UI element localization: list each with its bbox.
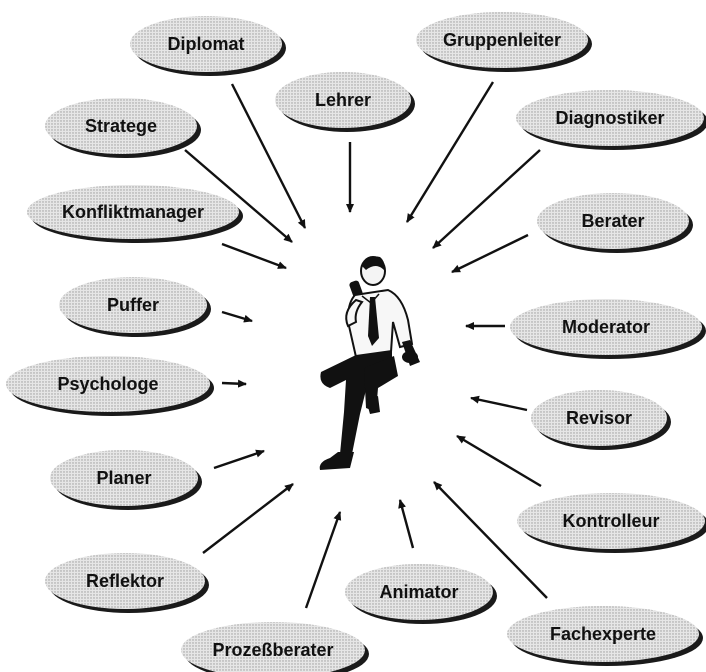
role-label-lehrer: Lehrer [315,90,371,110]
arrow-prozessberater [306,512,340,608]
arrow-reflektor [203,484,293,553]
role-bubble-psychologe: Psychologe [6,356,214,416]
role-label-revisor: Revisor [566,408,632,428]
role-label-fachexperte: Fachexperte [550,624,656,644]
role-label-gruppenleiter: Gruppenleiter [443,30,561,50]
role-label-animator: Animator [379,582,458,602]
arrow-revisor [471,398,527,410]
arrow-konfliktmanager [222,244,286,268]
arrow-psychologe [222,383,246,384]
role-bubble-animator: Animator [345,564,497,624]
role-label-planer: Planer [96,468,151,488]
role-label-psychologe: Psychologe [57,374,158,394]
role-bubble-kontrolleur: Kontrolleur [517,493,706,553]
role-label-reflektor: Reflektor [86,571,164,591]
arrow-planer [214,451,264,468]
role-bubble-konfliktmanager: Konfliktmanager [27,185,243,243]
role-label-berater: Berater [581,211,644,231]
role-bubble-moderator: Moderator [510,299,706,359]
role-bubble-fachexperte: Fachexperte [507,606,703,666]
role-label-kontrolleur: Kontrolleur [563,511,660,531]
role-label-diplomat: Diplomat [167,34,244,54]
arrow-gruppenleiter [407,82,493,222]
role-bubble-berater: Berater [537,193,693,253]
role-bubble-stratege: Stratege [45,98,201,158]
businessman-on-phone-icon [320,256,420,470]
role-label-konfliktmanager: Konfliktmanager [62,202,204,222]
role-bubble-puffer: Puffer [59,277,211,337]
arrow-puffer [222,312,252,321]
arrow-animator [400,500,413,548]
arrow-kontrolleur [457,436,541,486]
role-label-stratege: Stratege [85,116,157,136]
role-bubble-revisor: Revisor [531,390,671,450]
role-bubble-reflektor: Reflektor [45,553,209,613]
role-label-moderator: Moderator [562,317,650,337]
role-label-puffer: Puffer [107,295,159,315]
role-bubble-gruppenleiter: Gruppenleiter [416,12,592,72]
role-bubble-planer: Planer [50,450,202,510]
role-bubble-lehrer: Lehrer [275,72,415,132]
role-bubble-diplomat: Diplomat [130,16,286,76]
role-bubble-prozessberater: Prozeßberater [181,622,369,672]
role-label-prozessberater: Prozeßberater [212,640,333,660]
arrow-diagnostiker [433,150,540,248]
role-bubble-diagnostiker: Diagnostiker [516,90,706,150]
role-label-diagnostiker: Diagnostiker [555,108,664,128]
arrow-berater [452,235,528,272]
